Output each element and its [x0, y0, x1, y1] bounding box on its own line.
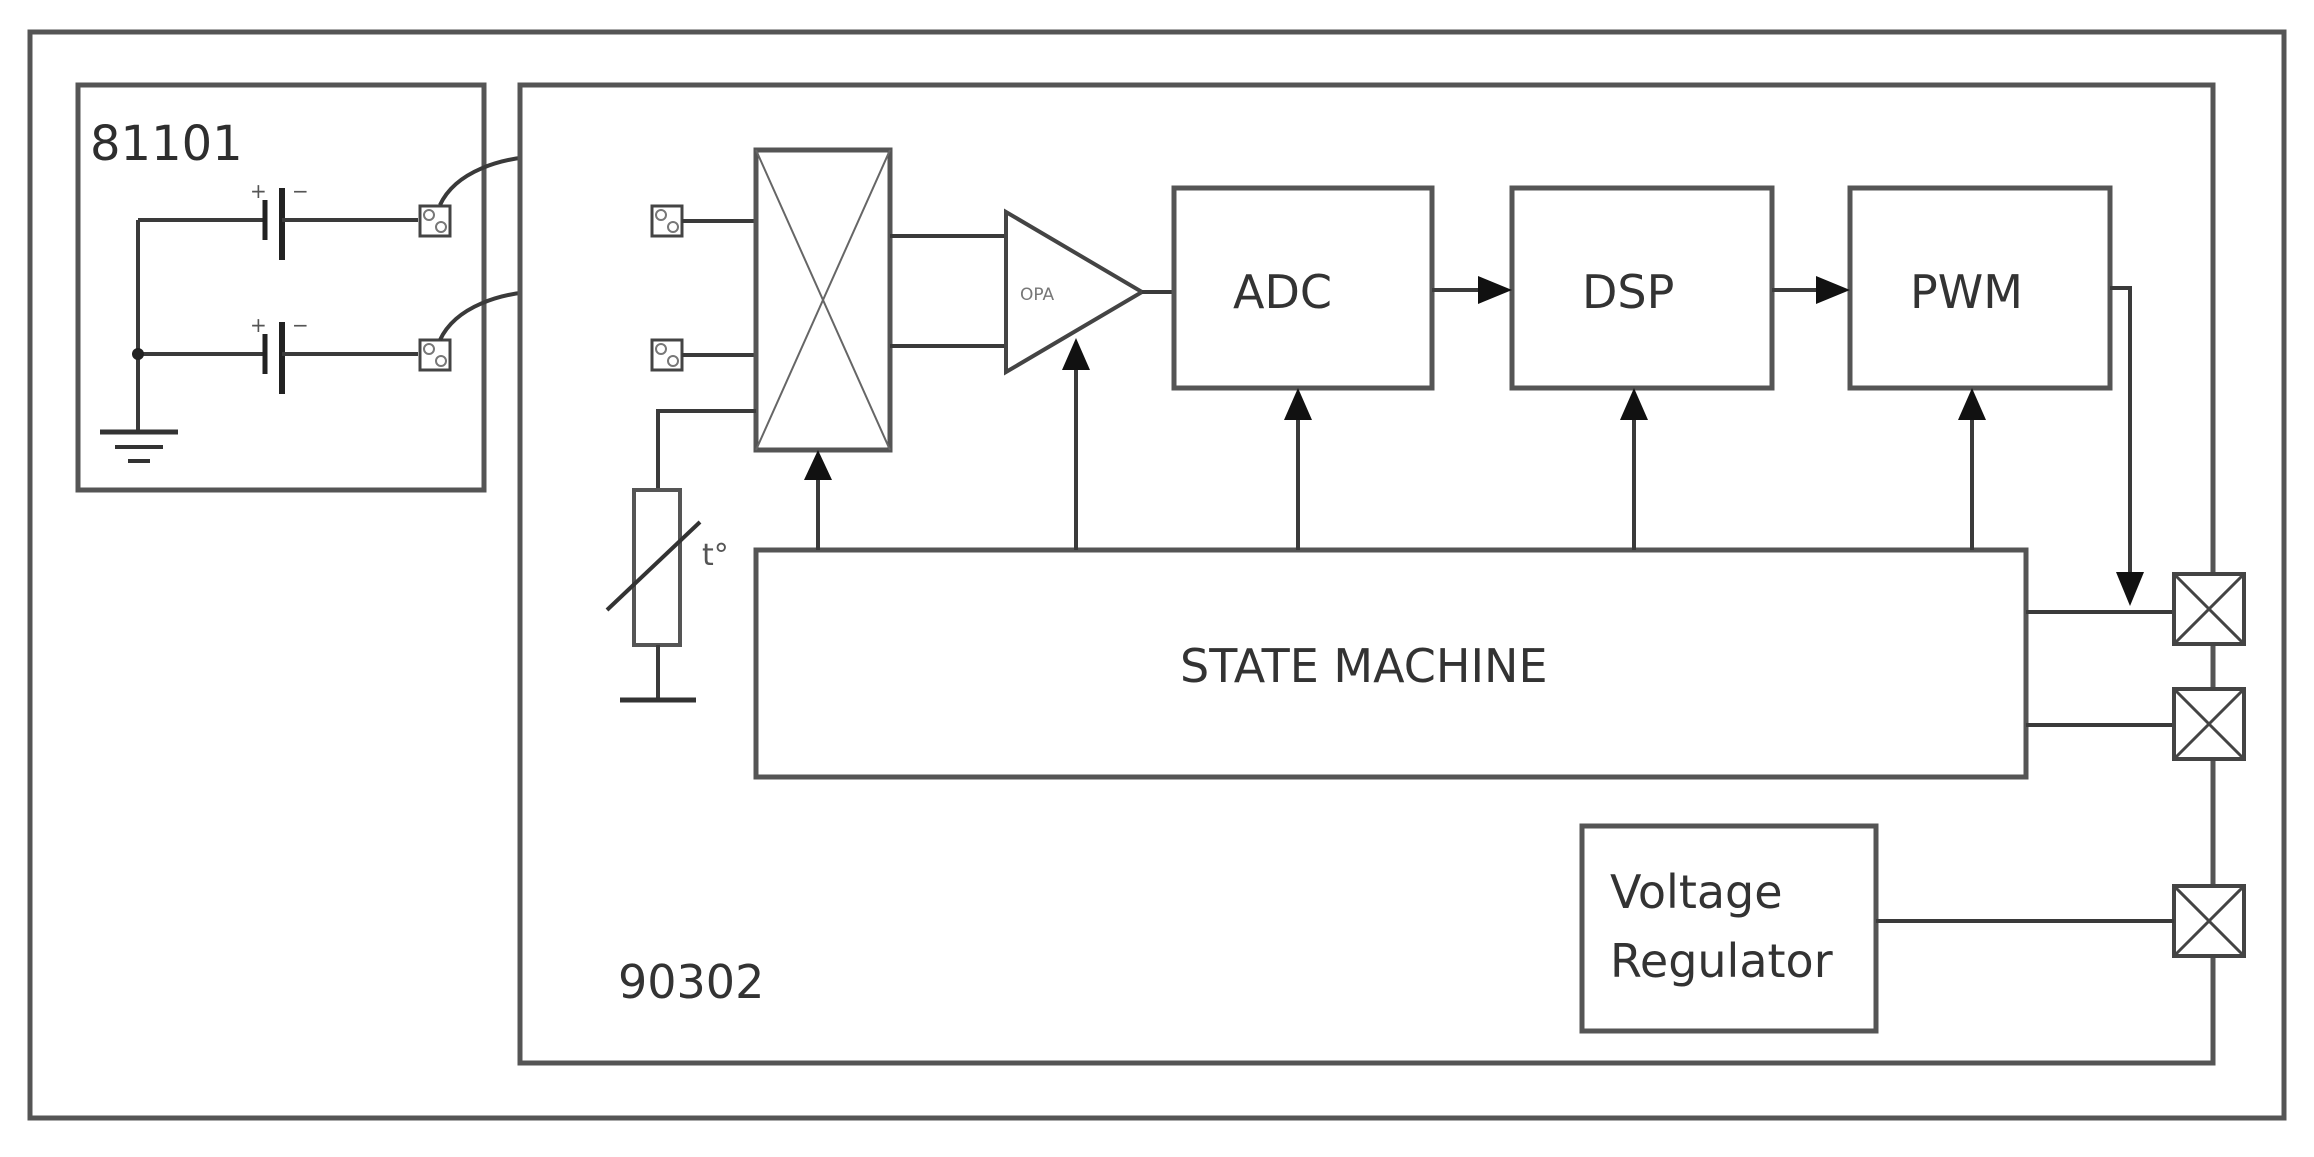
arrow-sm-to-adc [1284, 388, 1312, 420]
battery-2: + − [138, 313, 418, 394]
external-chip-label: 81101 [90, 116, 243, 172]
arrow-sm-to-mux [804, 450, 832, 480]
pad-81101-2 [418, 338, 452, 372]
multiplexer [753, 147, 893, 453]
thermistor: t° [605, 409, 756, 703]
arrow-dsp-to-pwm [1816, 276, 1850, 304]
arrow-sm-to-opamp [1062, 338, 1090, 370]
voltage-regulator-block: Voltage Regulator [1579, 823, 1879, 1034]
op-amp: OPA [1004, 208, 1146, 376]
thermistor-label: t° [702, 538, 729, 573]
external-chip-81101: 81101 + − + − [75, 82, 487, 493]
battery-2-minus: − [292, 313, 309, 337]
battery-2-plus: + [250, 313, 267, 337]
battery-1: + − [138, 179, 418, 260]
adc-label: ADC [1233, 265, 1332, 319]
regulator-label-line1: Voltage [1610, 865, 1783, 919]
output-pad-1 [2172, 572, 2246, 646]
op-amp-label: OPA [1020, 285, 1055, 305]
pad-90302-1 [650, 204, 684, 238]
arrow-sm-to-pwm [1958, 388, 1986, 420]
regulator-label-line2: Regulator [1610, 934, 1833, 988]
pad-81101-1 [418, 204, 452, 238]
output-pad-2 [2172, 687, 2246, 761]
state-machine-block: STATE MACHINE [753, 547, 2029, 780]
arrow-adc-to-dsp [1478, 276, 1512, 304]
main-chip-label: 90302 [618, 955, 764, 1009]
dsp-block: DSP [1509, 185, 1775, 391]
pwm-label: PWM [1910, 265, 2023, 319]
outer-frame [27, 29, 2287, 1121]
pwm-block: PWM [1847, 185, 2113, 391]
arrow-sm-to-dsp [1620, 388, 1648, 420]
state-machine-label: STATE MACHINE [1180, 639, 1548, 693]
adc-block: ADC [1171, 185, 1435, 391]
arrow-pwm-to-output [2116, 572, 2144, 606]
battery-1-minus: − [292, 179, 309, 203]
ground-symbol [100, 429, 178, 463]
output-pad-3 [2172, 884, 2246, 958]
battery-1-plus: + [250, 179, 267, 203]
dsp-label: DSP [1582, 265, 1674, 319]
pad-90302-2 [650, 338, 684, 372]
